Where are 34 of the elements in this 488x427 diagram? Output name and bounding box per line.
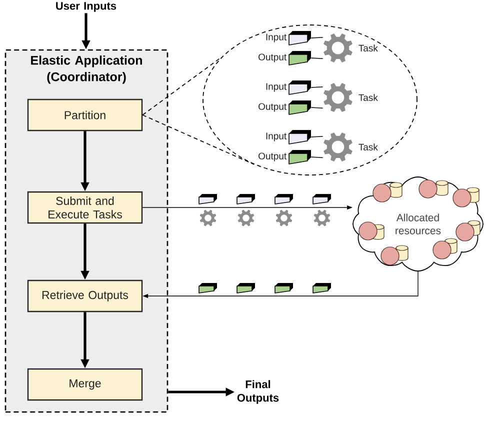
result-label: Final Outputs: [237, 380, 279, 404]
connector-line: [310, 58, 324, 59]
file-icon: [288, 100, 311, 115]
file-icon: [288, 80, 311, 95]
file-icon: [288, 51, 311, 66]
process-box: Merge: [27, 368, 143, 401]
zoom-line: [142, 56, 222, 116]
file-label: Input: [266, 132, 287, 142]
source-label: User Inputs: [56, 2, 116, 12]
file-label: Input: [266, 34, 287, 42]
task-label: Task: [358, 144, 378, 150]
gear-icon: [324, 132, 352, 162]
connector-line: [310, 86, 324, 88]
task-label: Task: [358, 44, 378, 52]
zoom-line: [142, 114, 254, 165]
file-icon: [288, 130, 311, 144]
process-box: Retrieve Outputs: [27, 280, 143, 312]
file-label: Input: [266, 83, 287, 92]
process-box: Submit and Execute Tasks: [27, 191, 143, 224]
connector-line: [310, 37, 324, 38]
gear-icon: [324, 83, 352, 112]
file-label: Output: [258, 103, 287, 112]
group-title: Elastic Application (Coordinator): [31, 56, 142, 84]
callout-ellipse: [202, 24, 418, 176]
file-label: Output: [258, 152, 287, 162]
process-box: Partition: [27, 98, 143, 132]
connector-line: [310, 156, 324, 158]
connector-line: [310, 136, 324, 138]
task-label: Task: [358, 94, 378, 101]
file-icon: [288, 31, 311, 46]
file-icon: [288, 150, 311, 164]
gear-icon: [324, 34, 352, 62]
connector-line: [310, 107, 324, 108]
file-label: Output: [258, 54, 287, 62]
